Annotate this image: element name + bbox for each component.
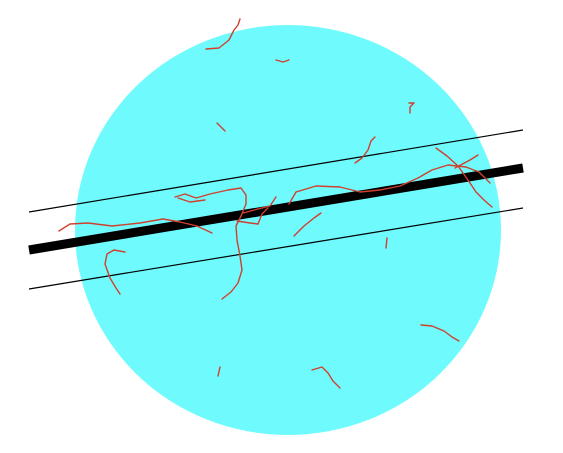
fiber [58,218,213,234]
fiber [275,59,290,63]
fiber [174,187,247,217]
fiber [205,18,241,50]
fiber [217,366,221,377]
fiber [288,164,491,205]
fiber [236,220,259,225]
fiber [454,154,479,169]
disc [75,25,501,435]
fiber [216,122,226,132]
band-upper-line [28,129,524,213]
fiber [104,249,126,295]
fiber [221,215,243,300]
band-center-line [28,163,524,255]
band-lower-line [28,207,524,290]
fiber [385,237,388,249]
fiber [242,196,277,214]
fiber [311,366,341,389]
fiber [257,207,269,225]
fiber [293,212,322,237]
fiber [435,147,493,208]
fiber-group [58,18,493,389]
fiber [408,102,415,114]
fiber [354,136,376,164]
fiber [420,324,460,342]
fiber [177,197,206,203]
